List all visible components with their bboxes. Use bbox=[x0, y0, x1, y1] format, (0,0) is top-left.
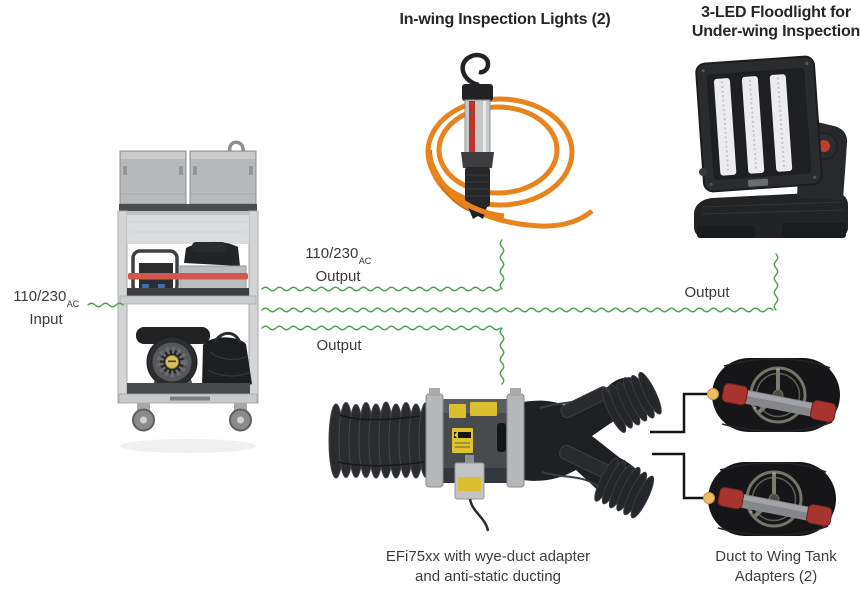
flexible-duct-lower-arm bbox=[594, 457, 655, 519]
output-power-label-lights: 110/230AC Output bbox=[305, 245, 372, 285]
power-line-lights-h bbox=[261, 286, 501, 292]
cart-post-left bbox=[117, 210, 128, 404]
stored-ducts bbox=[136, 327, 210, 344]
warning-label-icon bbox=[449, 404, 466, 418]
caster-wheel-left-icon bbox=[132, 403, 155, 432]
power-line-input bbox=[87, 302, 124, 308]
adapter-handle-bar bbox=[717, 486, 833, 527]
red-button-icon bbox=[818, 140, 830, 152]
cart-shadow bbox=[120, 439, 256, 453]
gear-bag bbox=[202, 331, 252, 389]
floodlight-illustration bbox=[694, 55, 848, 238]
flexible-duct-left bbox=[328, 401, 434, 479]
equipment-cart-illustration bbox=[117, 140, 259, 453]
wing-tank-adapter-illustration-1 bbox=[707, 357, 840, 433]
title-inwing-lights: In-wing Inspection Lights (2) bbox=[399, 11, 611, 28]
clamp-ring-right bbox=[506, 393, 525, 488]
blower-housing bbox=[425, 388, 525, 532]
cart-aluminum-panel bbox=[127, 211, 249, 244]
adapter-port-dot bbox=[707, 388, 719, 400]
latch bbox=[497, 423, 506, 452]
power-line-lights-v bbox=[499, 239, 505, 290]
power-line-floodlight-v bbox=[773, 253, 779, 311]
cart-red-safety-bar bbox=[128, 273, 248, 280]
power-connectors bbox=[87, 239, 779, 385]
portable-fan-icon bbox=[146, 336, 198, 388]
cart-handle-loop-icon bbox=[228, 140, 245, 153]
power-cord-icon bbox=[468, 498, 490, 532]
power-line-blower-v bbox=[499, 327, 505, 385]
duct-connector-bottom bbox=[652, 452, 704, 500]
caption-adapters: Duct to Wing Tank Adapters (2) bbox=[715, 548, 837, 585]
cart-rail-slot bbox=[170, 396, 210, 401]
cart-bottom-shelf bbox=[127, 383, 250, 394]
floodlight-head bbox=[695, 55, 823, 193]
cart-top-rail bbox=[119, 204, 257, 211]
warning-label-icon bbox=[470, 402, 497, 416]
led-bars bbox=[713, 74, 793, 176]
output-label-floodlight: Output bbox=[684, 284, 730, 301]
orange-cable-icon bbox=[425, 96, 594, 229]
blower-illustration bbox=[328, 371, 662, 532]
cart-mid-rail bbox=[119, 295, 257, 305]
power-line-floodlight-h bbox=[261, 307, 774, 313]
light-tube bbox=[464, 99, 491, 155]
caster-wheel-right-icon bbox=[229, 403, 252, 432]
input-power-label: 110/230AC Input bbox=[13, 288, 80, 328]
wing-tank-adapter-illustration-2 bbox=[703, 461, 836, 537]
adapter-handle-bar bbox=[721, 382, 837, 423]
light-collar bbox=[461, 152, 494, 168]
cart-mid-shelf bbox=[127, 288, 249, 296]
inspection-light-illustration bbox=[425, 52, 594, 229]
power-line-blower-h bbox=[261, 325, 501, 331]
airflow-label-icon bbox=[452, 428, 473, 453]
duct-connector-top bbox=[650, 392, 707, 434]
clamp-ring-left bbox=[425, 393, 444, 488]
caption-blower: EFi75xx with wye-duct adapter and anti-s… bbox=[385, 548, 591, 585]
junction-box bbox=[454, 462, 485, 500]
flexible-duct-upper-arm bbox=[601, 371, 662, 433]
hanging-hook-icon bbox=[460, 52, 491, 88]
adapter-port-dot bbox=[703, 492, 715, 504]
title-floodlight: 3-LED Floodlight for Under-wing Inspecti… bbox=[691, 4, 860, 40]
duct-connectors bbox=[650, 392, 707, 500]
output-label-blower: Output bbox=[316, 337, 362, 354]
storage-bins bbox=[119, 150, 257, 205]
cart-middle-shelf-equipment bbox=[131, 241, 247, 295]
light-top-cap bbox=[462, 84, 493, 101]
